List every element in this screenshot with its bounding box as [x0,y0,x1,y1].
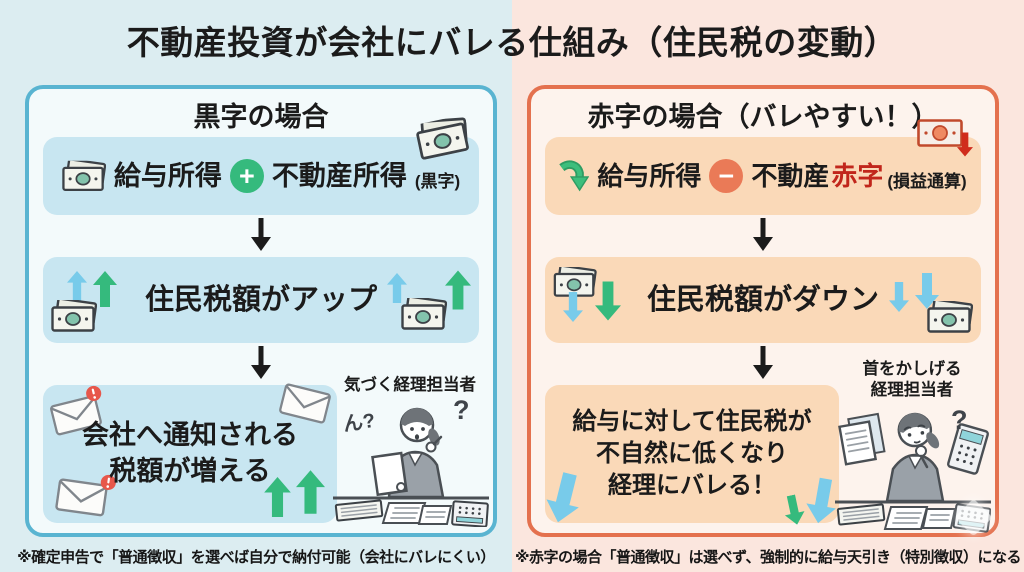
flow-down-arrow-icon [753,346,773,379]
flow-down-arrow-icon [251,218,271,251]
exposed-line2: 不自然に低くなり [596,440,788,468]
minus-icon: − [709,159,744,193]
deficit-income-box: 給与所得 − 不動産 赤字 (損益通算) [545,119,981,215]
money-down-arrows-icon [889,273,973,333]
flow-down-arrow-icon [251,346,271,379]
profit-footnote: ※確定申告で「普通徴収」を選べば自分で納付可能（会社にバレにくい） [17,549,495,566]
plus-icon: + [229,159,264,193]
money-up-arrows-icon [51,271,117,332]
deficit-label: 赤字 [831,161,884,191]
property-income-label: 不動産所得 [271,160,407,191]
salary-income-label: 給与所得 [597,161,702,191]
accountant-noticing-illustration [333,407,489,527]
profit-notification-box: 会社へ通知される 税額が増える [43,382,337,523]
accountant-puzzled-label: 首をかしげる 経理担当者 [833,359,991,400]
accountant-noticing-label: 気づく経理担当者 [344,376,476,394]
deficit-footnote: ※赤字の場合「普通徴収」は選べず、強制的に給与天引き（特別徴収）になる [514,549,1022,566]
salary-income-label: 給与所得 [113,160,222,191]
curved-down-arrow-icon [559,160,590,192]
notify-line2: 税額が増える [109,456,271,486]
deficit-tax-down-box: 住民税額がダウン [545,257,981,343]
panel-profit-case: 黒字の場合 給与所得 + 不動産所得 (黒字) 住民税額がアップ [25,85,497,537]
speech-hm: ん? [341,409,377,437]
panel-deficit-header: 赤字の場合（バレやすい！） [587,102,939,132]
money-down-arrows-icon [553,267,621,322]
blue-down-arrow-icon [541,469,587,527]
panel-profit-header: 黒字の場合 [193,102,329,132]
puzzled-label-line1: 首をかしげる [862,360,962,378]
accountant-puzzled-illustration [835,412,991,533]
money-bill-drop-icon [917,119,973,157]
offset-note-label: (損益通算) [887,171,967,191]
money-up-arrows-icon [387,270,471,330]
tax-increase-arrows-icon [264,467,325,517]
puzzled-label-line2: 経理担当者 [870,380,954,399]
tax-down-label: 住民税額がダウン [646,283,879,316]
question-mark: ? [453,395,470,425]
exposed-line1: 給与に対して住民税が [572,408,812,436]
profit-tax-up-box: 住民税額がアップ [43,257,479,343]
question-mark: ? [951,405,968,435]
page-title: 不動産投資が会社にバレる仕組み（住民税の変動） [126,24,898,61]
deficit-exposed-box: 給与に対して住民税が 不自然に低くなり 経理にバレる！ [541,385,841,527]
flow-down-arrow-icon [753,218,773,251]
property-label: 不動産 [751,161,830,191]
profit-note-label: (黒字) [414,171,461,191]
profit-income-box: 給与所得 + 不動産所得 (黒字) [43,137,479,215]
tax-drop-arrows-icon [781,476,841,527]
money-bill-icon [62,160,106,192]
notify-line1: 会社へ通知される [82,420,298,451]
envelope-alert-icon [54,473,117,517]
panel-deficit-case: 赤字の場合（バレやすい！） 給与所得 − 不動産 赤字 (損益通算) [527,85,999,537]
exposed-line3: 経理にバレる！ [608,471,776,499]
tax-up-label: 住民税額がアップ [144,283,377,316]
